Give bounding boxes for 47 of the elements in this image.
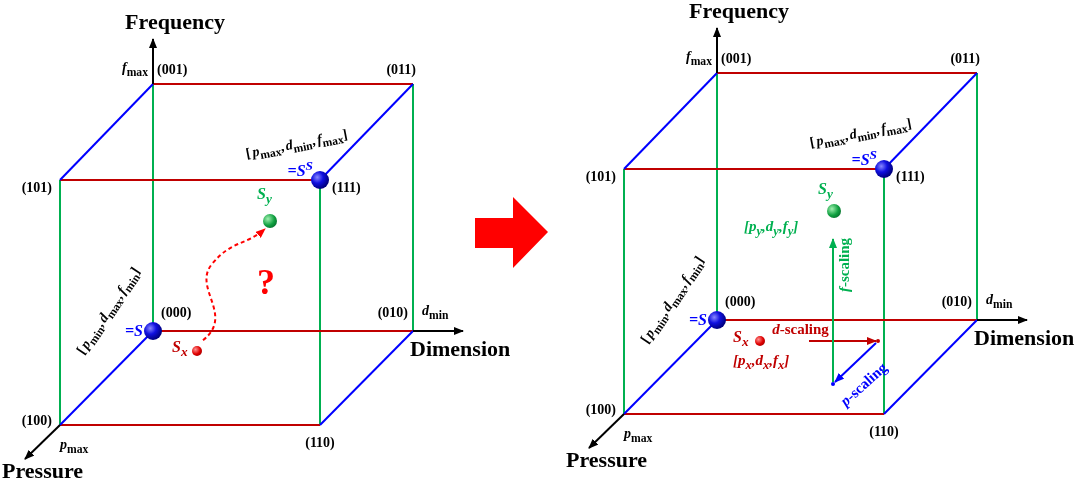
corner-label: (110) <box>869 424 899 440</box>
arrow <box>834 341 877 384</box>
axis-label: d$_{min}$ <box>421 303 449 323</box>
corner-label: (110) <box>305 435 335 451</box>
corner-label: (011) <box>950 51 980 67</box>
state-name: S$_{y}$ <box>257 185 272 207</box>
axis-title: Frequency <box>689 0 789 24</box>
corner-label: (001) <box>157 62 188 78</box>
axis-title: Pressure <box>566 447 648 473</box>
state-point <box>172 338 203 358</box>
corner-label: (100) <box>585 402 616 418</box>
arrow <box>808 337 877 345</box>
axis-label: d$_{min}$ <box>985 292 1013 312</box>
state-point <box>744 180 842 239</box>
edge-label: d-scaling <box>771 320 829 338</box>
question-mark: ? <box>257 263 275 303</box>
corner-label: (101) <box>21 180 52 196</box>
corner-label: (010) <box>941 294 972 310</box>
corner-label: (001) <box>721 51 752 67</box>
arrow <box>202 228 266 342</box>
corner-label: (010) <box>377 305 408 321</box>
state-name: S$_{y}$ <box>818 180 833 202</box>
corner-label: (100) <box>21 413 52 429</box>
edge-label: f-scaling <box>835 237 853 294</box>
state-name: S$_{x}$ <box>172 338 188 360</box>
corner-label: (111) <box>896 169 925 185</box>
corner-label: (011) <box>386 62 416 78</box>
junction-point <box>831 382 835 386</box>
axis-title: Dimension <box>410 336 511 362</box>
axis-title: Pressure <box>2 458 84 482</box>
axis-label: p$_{max}$ <box>58 437 89 457</box>
corner-label: (101) <box>585 169 616 185</box>
arrow <box>829 238 837 383</box>
corner-label: (111) <box>332 180 361 196</box>
junction-point <box>876 339 880 343</box>
axis-title: Frequency <box>125 9 225 35</box>
axis-label: f$_{max}$ <box>120 60 148 80</box>
axis-title: Dimension <box>974 325 1075 351</box>
state-label: =S <box>689 311 707 329</box>
state-name: S$_{x}$ <box>733 328 749 350</box>
coordinate-label: [p$_{x}$,d$_{x}$,f$_{x}$] <box>733 352 790 373</box>
corner-label: (000) <box>161 305 192 321</box>
coordinate-label: [p$_{y}$,d$_{y}$,f$_{y}$] <box>744 218 799 239</box>
corner-label: (000) <box>725 294 756 310</box>
axis-label: p$_{max}$ <box>622 426 653 446</box>
axis-label: f$_{max}$ <box>684 49 712 69</box>
state-label: =S <box>125 322 143 340</box>
